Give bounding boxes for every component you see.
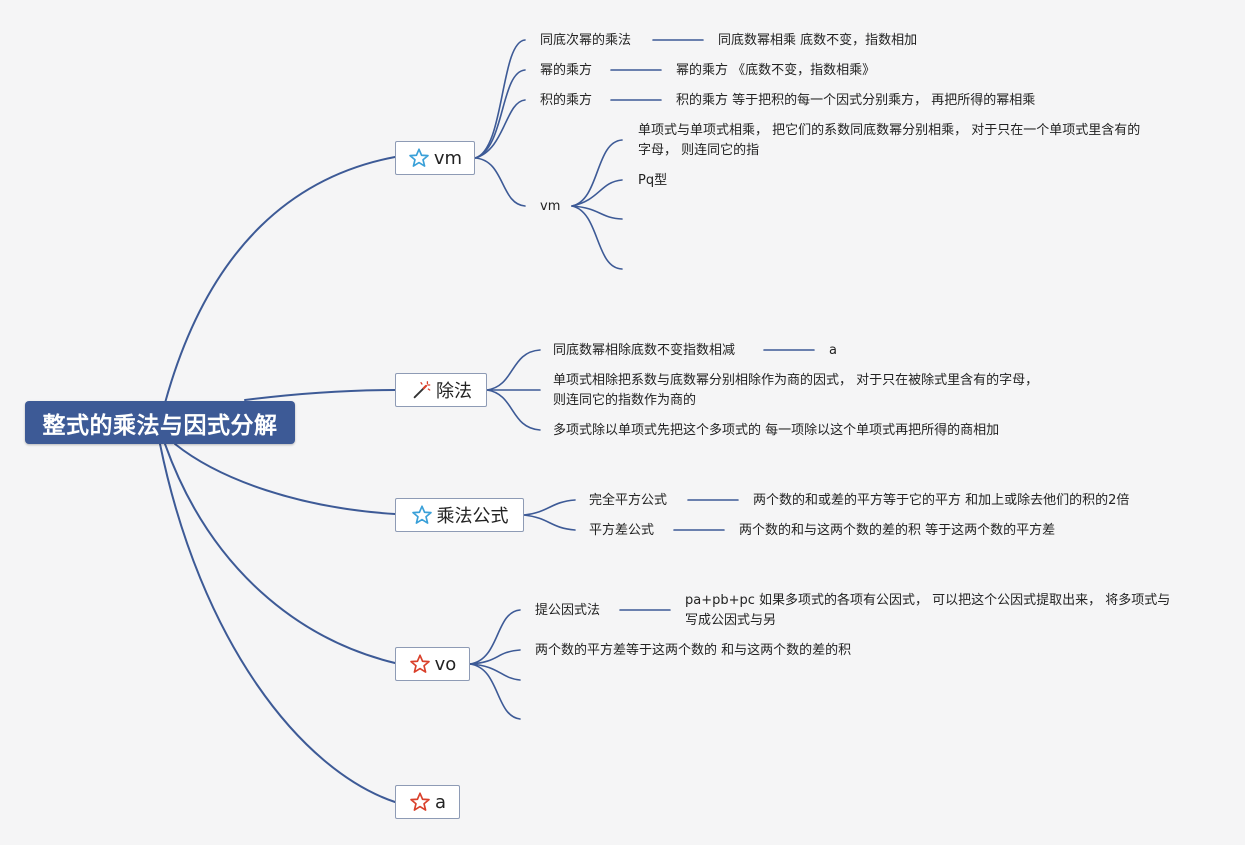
root-title: 整式的乘法与因式分解 [42, 412, 278, 439]
subtopic-factor-difference-of-squares[interactable]: 两个数的平方差等于这两个数的 和与这两个数的差的积 [535, 643, 852, 658]
detail-difference-of-squares[interactable]: 两个数的和与这两个数的差的积 等于这两个数的平方差 [739, 523, 1056, 538]
subtopic-common-factor[interactable]: 提公因式法 [535, 603, 601, 618]
magic-wand-icon [410, 379, 432, 401]
detail-same-base-multiply[interactable]: 同底数幂相乘 底数不变，指数相加 [718, 33, 918, 48]
detail-pq-type[interactable]: Pq型 [638, 173, 668, 188]
detail-common-factor[interactable]: pa+pb+pc 如果多项式的各项有公因式， 可以把这个公因式提取出来， 将多项… [685, 593, 1171, 628]
root-topic[interactable]: 整式的乘法与因式分解 [25, 401, 295, 444]
star-icon [409, 791, 431, 813]
star-icon [408, 147, 430, 169]
topic-division[interactable]: 除法 [395, 373, 487, 407]
subtopic-difference-of-squares[interactable]: 平方差公式 [589, 523, 655, 538]
detail-perfect-square[interactable]: 两个数的和或差的平方等于它的平方 和加上或除去他们的积的2倍 [753, 493, 1130, 508]
topic-label: a [434, 791, 447, 813]
topic-label: 除法 [436, 381, 472, 402]
star-icon [411, 504, 433, 526]
subtopic-perfect-square[interactable]: 完全平方公式 [589, 493, 668, 508]
subtopic-monomial-divide[interactable]: 单项式相除把系数与底数幂分别相除作为商的因式， 对于只在被除式里含有的字母， 则… [553, 373, 1039, 408]
subtopic-same-base-multiply[interactable]: 同底次幂的乘法 [540, 33, 632, 48]
topic-vo[interactable]: vo [395, 647, 470, 681]
topic-label: vm [433, 147, 463, 169]
detail-monomial-multiply[interactable]: 单项式与单项式相乘， 把它们的系数同底数幂分别相乘， 对于只在一个单项式里含有的… [638, 123, 1141, 158]
subtopic-polynomial-divide[interactable]: 多项式除以单项式先把这个多项式的 每一项除以这个单项式再把所得的商相加 [553, 423, 1000, 438]
topic-label: 乘法公式 [436, 506, 509, 527]
subtopic-same-base-divide[interactable]: 同底数幂相除底数不变指数相减 [553, 343, 736, 358]
detail-power-of-power[interactable]: 幂的乘方 《底数不变，指数相乘》 [676, 63, 876, 78]
detail-same-base-divide[interactable]: a [829, 343, 837, 358]
topic-multiplication-formula[interactable]: 乘法公式 [395, 498, 524, 532]
subtopic-vm[interactable]: vm [540, 199, 561, 214]
star-icon [409, 653, 431, 675]
topic-vm[interactable]: vm [395, 141, 475, 175]
topic-label: vo [434, 653, 457, 675]
detail-power-of-product[interactable]: 积的乘方 等于把积的每一个因式分别乘方， 再把所得的幂相乘 [676, 93, 1036, 108]
subtopic-power-of-power[interactable]: 幂的乘方 [540, 63, 593, 78]
subtopic-power-of-product[interactable]: 积的乘方 [540, 93, 593, 108]
topic-a[interactable]: a [395, 785, 460, 819]
